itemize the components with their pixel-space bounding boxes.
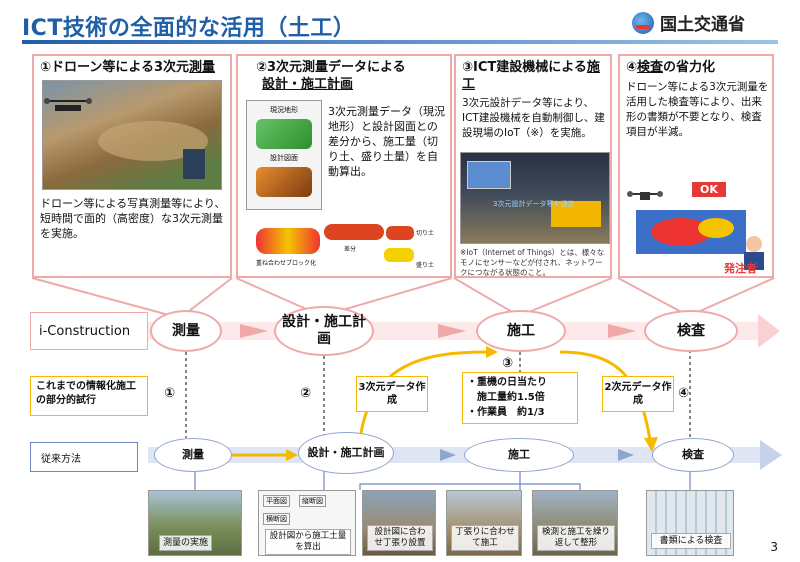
client-label: 発注者 (724, 262, 757, 275)
img-label-diff: 差分 (344, 246, 357, 253)
fill-shape (384, 248, 414, 262)
panel-design-title-line2: 設計・施工計画 (262, 77, 354, 92)
panel-survey-title: ①ドローン等による3次元測量 (34, 56, 230, 79)
stat-line-3: ・作業員 約1/3 (467, 407, 545, 418)
ict-node-inspection: 検査 (644, 310, 738, 352)
panel-inspection-text: ドローン等による3次元測量を活用した検査等により、出来形の書類が不要となり、検査… (626, 81, 769, 138)
conv-node-survey: 測量 (154, 438, 232, 472)
panel-inspection-title-underline: 検査 (637, 60, 664, 75)
iot-note: ※IoT（Internet of Things）とは、様々なモノにセンサーなどが… (460, 248, 605, 277)
comm-label: 3次元設計データ等を通信 (493, 200, 575, 208)
img-label-fill: 盛り土 (416, 262, 435, 269)
page-title: ICT技術の全面的な活用（土工） (22, 16, 356, 41)
photo-construction: 丁張りに合わせて施工 (446, 490, 522, 556)
page-number: 3 (770, 540, 778, 554)
label-conventional: 従来方法 (30, 442, 138, 472)
panel-survey: ①ドローン等による3次元測量 ドローン等による写真測量等により、短時間で面的（高… (32, 54, 232, 278)
excavator-shape (551, 201, 601, 227)
panel-survey-title-prefix: ①ドローン等による3次元 (40, 60, 190, 75)
conv-node-construction: 施工 (464, 438, 574, 472)
drawing-profile-label: 縦断図 (299, 495, 326, 507)
panel-inspection-title-prefix: ④ (626, 60, 638, 75)
stat-line-1: ・重機の日当たり (467, 377, 547, 388)
img-label-design: 設計図面 (270, 154, 298, 162)
ict-arrow-2 (438, 324, 466, 338)
ict-bar-arrowhead (758, 314, 780, 348)
yellow-arc-to-construction (358, 350, 489, 441)
design-shape (256, 167, 312, 197)
photo-survey-caption: 測量の実施 (159, 535, 213, 551)
design-data-image: 現況地形 設計図面 (246, 100, 322, 210)
photo-stakes: 設計図に合わせ丁張り設置 (362, 490, 436, 556)
conv-bar-arrowhead (760, 440, 782, 470)
data-box-2d: 2次元データ作成 (602, 376, 674, 412)
panel-survey-title-underline: 測量 (189, 60, 216, 75)
panel-inspection: ④検査の省力化 ドローン等による3次元測量を活用した検査等により、出来形の書類が… (618, 54, 774, 278)
drone-icon (44, 98, 208, 179)
panel-design-title-line1: ②3次元測量データによる (256, 60, 406, 75)
photo-stakes-caption: 設計図に合わせ丁張り設置 (367, 525, 433, 551)
ministry-emblem-icon (632, 11, 654, 34)
panel-survey-text: ドローン等による写真測量等により、短時間で面的（高密度）な3次元測量を実施。 (40, 197, 226, 240)
drawing-plan-label: 平面図 (263, 495, 290, 507)
label-i-construction: i-Construction (30, 312, 148, 350)
img-label-terrain: 現況地形 (270, 106, 298, 114)
panel-construction-text: 3次元設計データ等により、ICT建設機械を自動制御し、建設現場のIoT（※）を実… (462, 97, 605, 139)
data-box-3d: 3次元データ作成 (356, 376, 428, 412)
ict-node-design: 設計・施工計画 (274, 306, 374, 356)
img-label-merged: 重ね合わせブロック化 (256, 260, 317, 267)
panel-inspection-title: ④検査の省力化 (620, 56, 772, 79)
diff-red (324, 224, 384, 240)
ict-machine-image: 3次元設計データ等を通信 (460, 152, 610, 244)
ministry-logo: 国土交通省 (632, 10, 745, 35)
ict-arrow-3 (608, 324, 636, 338)
stat-line-2: 施工量約1.5倍 (477, 392, 545, 403)
step-num-1: ① (164, 386, 176, 401)
label-partial-trial: これまでの情報化施工の部分的試行 (30, 376, 148, 416)
photo-construction-caption: 丁張りに合わせて施工 (451, 525, 519, 551)
stats-box: ・重機の日当たり 施工量約1.5倍 ・作業員 約1/3 (462, 372, 578, 424)
photo-documents: 書類による検査 (646, 490, 734, 556)
ict-node-survey: 測量 (150, 310, 222, 352)
terrain-shape (256, 119, 312, 149)
photo-documents-caption: 書類による検査 (651, 533, 731, 549)
diff-visual: 重ね合わせブロック化 差分 切り土 盛り土 (254, 222, 434, 274)
panel-construction-title-prefix: ③ICT建設機械による (462, 60, 587, 75)
panel-design-title: ②3次元測量データによる 設計・施工計画 (238, 56, 450, 93)
drone-survey-image (42, 80, 222, 190)
panel-design: ②3次元測量データによる 設計・施工計画 現況地形 設計図面 3次元測量データ（… (236, 54, 452, 278)
title-rule (22, 40, 778, 44)
conv-node-design: 設計・施工計画 (298, 432, 394, 474)
photo-measure: 検測と施工を繰り返して整形 (532, 490, 618, 556)
panel-construction-title: ③ICT建設機械による施工 (456, 56, 610, 96)
yellow-arc-to-inspection (559, 350, 652, 441)
ok-badge: OK (692, 182, 726, 197)
conv-node-inspection: 検査 (652, 438, 734, 472)
cut-shape (386, 226, 414, 240)
panel-inspection-title-rest: の省力化 (663, 60, 716, 75)
drawing-cross-label: 横断図 (263, 513, 290, 525)
ict-node-construction: 施工 (476, 310, 566, 352)
panel-construction: ③ICT建設機械による施工 3次元設計データ等により、ICT建設機械を自動制御し… (454, 54, 612, 278)
img-label-cut: 切り土 (416, 230, 435, 237)
merged-block (256, 228, 320, 254)
photo-drawings: 平面図 縦断図 横断図 設計図から施工土量を算出 (258, 490, 356, 556)
step-num-3: ③ (502, 356, 514, 371)
step-num-2: ② (300, 386, 312, 401)
photo-measure-caption: 検測と施工を繰り返して整形 (537, 525, 615, 551)
panel-design-text: 3次元測量データ（現況地形）と設計図面との差分から、施工量（切り土、盛り土量）を… (328, 105, 445, 178)
step-num-4: ④ (678, 386, 690, 401)
ict-arrow-1 (240, 324, 268, 338)
inspection-drone-icon (627, 191, 764, 270)
ministry-name: 国土交通省 (660, 15, 745, 35)
photo-survey: 測量の実施 (148, 490, 242, 556)
photo-drawings-caption: 設計図から施工土量を算出 (265, 529, 351, 555)
monitor-shape (467, 161, 511, 189)
panel-construction-title-underline: 施工 (462, 60, 600, 92)
inspection-visual: OK 発注者 (626, 180, 770, 275)
